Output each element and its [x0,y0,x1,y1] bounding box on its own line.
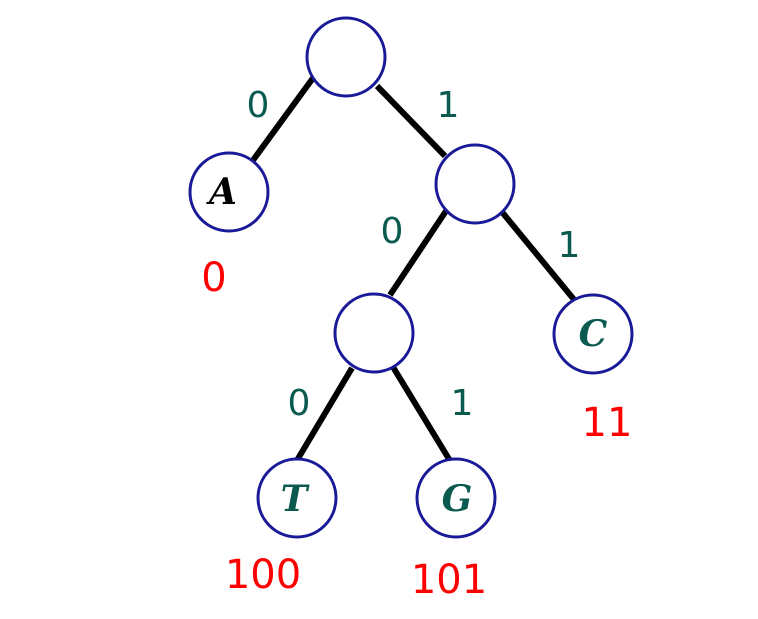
node-c-letter: C [579,313,608,355]
edge-label-n10-g: 1 [451,383,474,424]
code-label-c: 11 [582,400,633,446]
node-t: T [256,457,338,539]
node-t-circle [256,457,338,539]
code-label-g: 101 [411,557,487,603]
edge-label-n1-n10: 0 [381,211,404,252]
edge-root-to-a [248,76,316,165]
node-n1 [434,143,516,225]
node-c: C [552,293,634,375]
node-g-letter: G [442,478,473,520]
edge-n10-to-g [390,365,455,466]
node-root [305,16,387,98]
node-g: G [415,457,497,539]
node-n10 [333,292,415,374]
code-label-a: 0 [201,255,226,301]
node-root-circle [305,16,387,98]
edge-label-n10-t: 0 [288,383,311,424]
code-label-t: 100 [225,552,301,598]
edge-n1-to-c [499,210,579,304]
node-g-circle [415,457,497,539]
edge-label-n1-c: 1 [558,225,581,266]
node-a-letter: A [206,171,237,213]
node-t-letter: T [281,478,310,520]
node-a: A [188,151,270,233]
node-c-circle [552,293,634,375]
edge-label-root-a: 0 [247,85,270,126]
edge-label-root-n1: 1 [437,85,460,126]
node-a-circle [188,151,270,233]
edge-n10-to-t [293,366,355,464]
node-n1-circle [434,143,516,225]
edge-root-to-n1 [374,83,448,159]
edge-n1-to-n10 [387,209,449,297]
node-n10-circle [333,292,415,374]
